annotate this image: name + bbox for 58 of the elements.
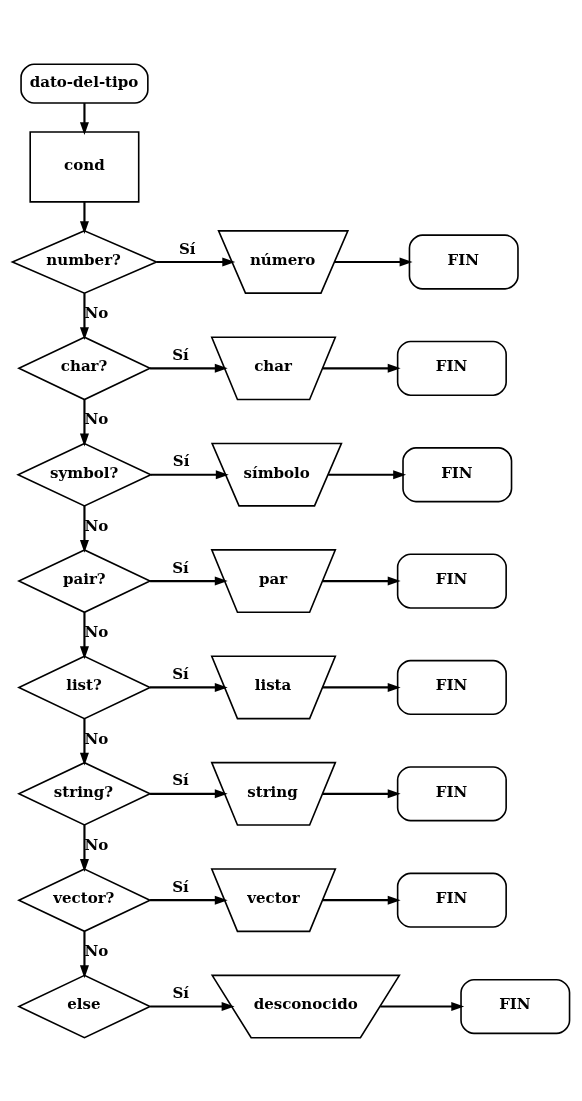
arrow bbox=[322, 895, 401, 905]
node-box: dato-del-tipo bbox=[20, 63, 149, 104]
node-diamond: symbol? bbox=[16, 442, 153, 507]
arrow bbox=[79, 201, 89, 234]
edge-label: No bbox=[84, 622, 109, 641]
node-diamond: string? bbox=[17, 761, 152, 826]
node-box: FIN bbox=[396, 765, 507, 821]
node-box: FIN bbox=[408, 233, 519, 290]
arrow bbox=[322, 788, 401, 798]
arrow bbox=[150, 682, 228, 692]
node-diamond: pair? bbox=[17, 548, 152, 613]
edge-label: No bbox=[84, 835, 109, 854]
arrow bbox=[334, 256, 413, 266]
arrow bbox=[150, 363, 228, 373]
edge-label: No bbox=[84, 409, 109, 428]
edge-label: No bbox=[84, 516, 109, 535]
edge-label: Sí bbox=[172, 451, 190, 470]
node-box: FIN bbox=[396, 659, 507, 715]
arrow bbox=[322, 682, 401, 692]
arrow bbox=[328, 469, 407, 479]
arrow bbox=[150, 469, 229, 479]
edge-label: Sí bbox=[178, 239, 196, 258]
node-box: FIN bbox=[396, 872, 507, 928]
arrow bbox=[79, 930, 89, 978]
arrow bbox=[79, 102, 89, 135]
arrow bbox=[150, 576, 228, 586]
node-box: FIN bbox=[402, 446, 513, 502]
edge-label: Sí bbox=[172, 345, 189, 364]
arrow bbox=[156, 256, 236, 266]
arrow bbox=[79, 611, 89, 659]
arrow bbox=[150, 1001, 235, 1011]
arrow bbox=[380, 1001, 465, 1011]
edge-label: Sí bbox=[172, 877, 189, 896]
edge-label: No bbox=[84, 729, 109, 748]
node-diamond: list? bbox=[17, 654, 152, 719]
arrow bbox=[322, 576, 401, 586]
node-diamond: else bbox=[17, 974, 152, 1039]
edge-label: Sí bbox=[172, 558, 189, 577]
arrow bbox=[79, 505, 89, 553]
edge-label: No bbox=[84, 303, 109, 322]
node-diamond: char? bbox=[17, 335, 152, 400]
arrow bbox=[150, 895, 228, 905]
node-box: FIN bbox=[396, 340, 507, 396]
arrow bbox=[79, 292, 89, 340]
node-diamond: number? bbox=[10, 229, 159, 294]
edge-label: Sí bbox=[172, 770, 189, 789]
arrow bbox=[322, 363, 401, 373]
node-box: cond bbox=[29, 130, 140, 203]
node-box: FIN bbox=[396, 552, 507, 609]
edge-label: No bbox=[84, 941, 109, 960]
arrow bbox=[150, 788, 228, 798]
node-diamond: vector? bbox=[17, 867, 152, 932]
edge-label: Sí bbox=[172, 983, 190, 1002]
arrow bbox=[79, 399, 89, 446]
node-box: FIN bbox=[460, 978, 571, 1034]
arrow bbox=[79, 718, 89, 766]
arrow bbox=[79, 824, 89, 872]
edge-label: Sí bbox=[172, 664, 189, 683]
